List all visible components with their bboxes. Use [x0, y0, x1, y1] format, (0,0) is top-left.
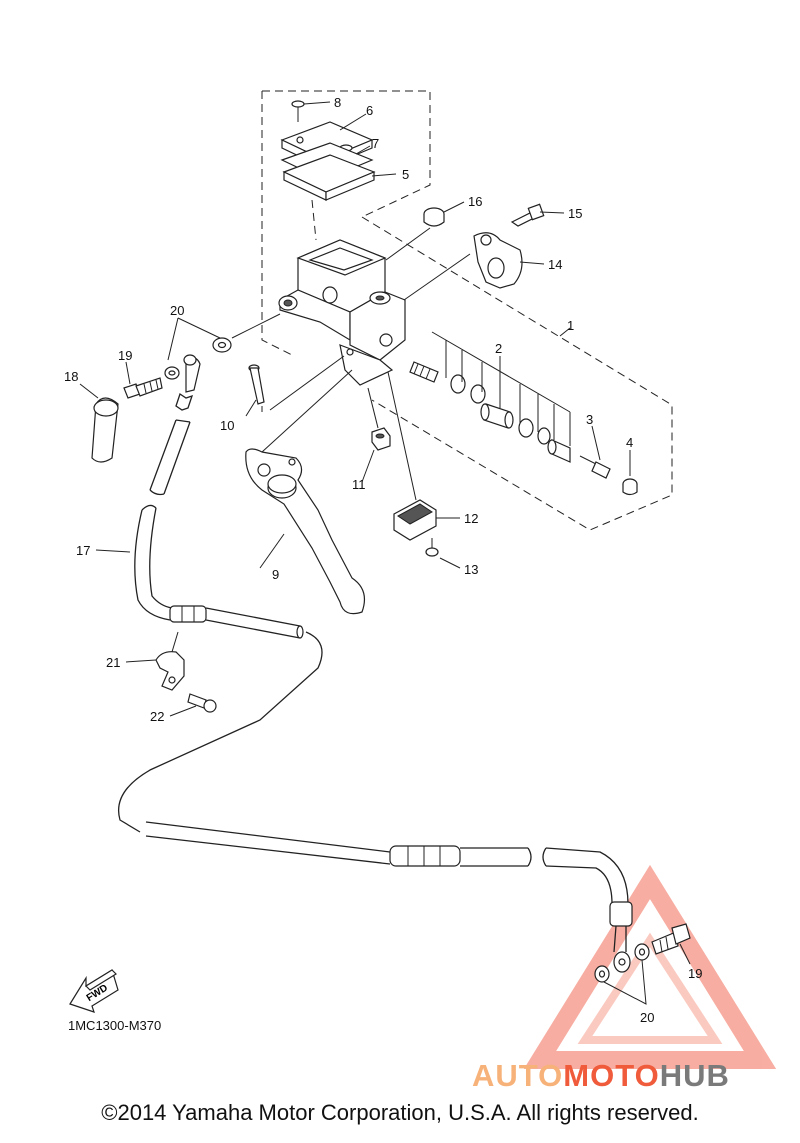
callout-5: 5 [402, 167, 409, 182]
callout-19-upper: 19 [118, 348, 132, 363]
callout-8: 8 [334, 95, 341, 110]
copyright-text: ©2014 Yamaha Motor Corporation, U.S.A. A… [101, 1100, 699, 1125]
circlip [537, 427, 551, 445]
callout-17: 17 [76, 543, 90, 558]
washer-1 [470, 384, 486, 404]
watermark-part2: MOTO [563, 1058, 660, 1093]
master-cylinder-body [278, 239, 406, 386]
union-bolt-lower [651, 923, 691, 955]
nut [622, 478, 638, 496]
cap-screw [291, 100, 305, 122]
callouts: 1 2 3 4 5 6 7 8 9 10 11 12 13 14 15 16 1… [64, 95, 702, 1025]
watermark-triangle [523, 864, 777, 1069]
callout-11: 11 [352, 477, 366, 492]
fwd-arrow-icon: FWD [69, 969, 119, 1013]
copper-washer-lower-1 [594, 965, 610, 983]
callout-15: 15 [568, 206, 582, 221]
callout-18: 18 [64, 369, 78, 384]
clutch-lever [245, 448, 365, 615]
fitting-cover [91, 397, 119, 463]
callout-20-lower: 20 [640, 1010, 654, 1025]
reservoir-dash-box [261, 90, 431, 356]
callout-9: 9 [272, 567, 279, 582]
copper-washer-upper [212, 337, 232, 353]
callout-7: 7 [372, 136, 379, 151]
clutch-hose [118, 354, 633, 973]
callout-3: 3 [586, 412, 593, 427]
pivot-bolt [248, 364, 265, 412]
callout-20-upper: 20 [170, 303, 184, 318]
callout-13: 13 [464, 562, 478, 577]
spring [409, 361, 439, 383]
piston [480, 403, 514, 429]
callout-6: 6 [366, 103, 373, 118]
callout-14: 14 [548, 257, 562, 272]
callout-16: 16 [468, 194, 482, 209]
leader-lines [79, 101, 691, 1005]
watermark-text: AUTOMOTOHUB [472, 1058, 730, 1094]
diagram-code: 1MC1300-M370 [68, 1018, 162, 1033]
diaphragm [282, 154, 376, 201]
watermark-part3: HUB [659, 1058, 730, 1093]
cap-guide-line [311, 199, 317, 241]
cup-2 [518, 418, 534, 438]
callout-21: 21 [106, 655, 120, 670]
switch-screw [425, 538, 439, 557]
push-rod [579, 455, 611, 479]
clutch-switch [393, 499, 437, 541]
clamp-bolt [187, 693, 217, 713]
union-bolt-upper [123, 377, 163, 399]
piston-kit-dash-box [361, 216, 673, 531]
callout-12: 12 [464, 511, 478, 526]
callout-1: 1 [567, 318, 574, 333]
callout-10: 10 [220, 418, 234, 433]
callout-4: 4 [626, 435, 633, 450]
pivot-nut [371, 427, 391, 451]
callout-19-lower: 19 [688, 966, 702, 981]
hose-clamp [155, 651, 185, 691]
holder-bolt [510, 203, 545, 227]
master-cylinder-holder [473, 232, 523, 289]
piston-kit [409, 331, 638, 496]
callout-2: 2 [495, 341, 502, 356]
callout-22: 22 [150, 709, 164, 724]
watermark-part1: AUTO [472, 1058, 564, 1093]
copper-washer-lower-2 [634, 943, 650, 961]
reservoir-plug [423, 207, 445, 227]
cup-1 [450, 374, 466, 394]
copper-washer-pair [164, 366, 180, 380]
